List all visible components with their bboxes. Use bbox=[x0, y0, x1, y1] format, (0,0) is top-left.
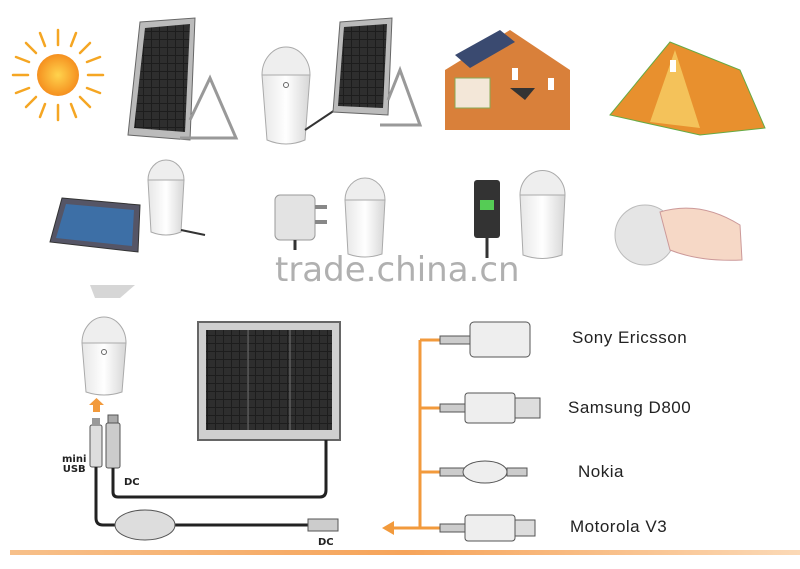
nokia-connector-icon bbox=[439, 460, 528, 484]
lamp-charging-from-panel-icon bbox=[261, 17, 423, 145]
mini-usb-label: mini USB bbox=[62, 455, 86, 475]
lamp-charging-from-laptop-icon bbox=[49, 159, 206, 298]
mini-usb-label-line1: mini bbox=[62, 454, 87, 465]
arrow-left-icon bbox=[382, 521, 394, 535]
mini-usb-label-line2: USB bbox=[62, 464, 86, 475]
lamp-charging-from-wall-adapter-icon bbox=[274, 177, 386, 258]
arrow-up-icon bbox=[89, 398, 104, 412]
dc-plug-label: DC bbox=[318, 537, 334, 548]
watermark: trade.china.cn bbox=[275, 250, 520, 290]
dc-socket-icon bbox=[307, 518, 339, 532]
connector-label-motorola-v3: Motorola V3 bbox=[570, 517, 668, 536]
cables bbox=[94, 440, 328, 527]
connector-tree bbox=[392, 338, 440, 530]
connector-label-sony-ericsson: Sony Ericsson bbox=[572, 328, 688, 347]
solar-panel-large-icon bbox=[197, 321, 341, 441]
connector-label-nokia: Nokia bbox=[578, 462, 624, 481]
phone-charging-from-lamp-icon bbox=[474, 170, 566, 259]
dc-cable-label: DC bbox=[124, 477, 140, 488]
footer-bar bbox=[10, 550, 800, 555]
tent-icon bbox=[609, 41, 766, 136]
mini-usb-plug-icon bbox=[89, 418, 103, 468]
hand-holding-lamp-icon bbox=[614, 204, 743, 266]
solar-panel-icon bbox=[127, 17, 239, 141]
house-icon bbox=[445, 30, 570, 130]
motorola-v3-connector-icon bbox=[439, 514, 536, 542]
dc-plug-icon bbox=[105, 414, 121, 469]
solar-lamp-icon bbox=[81, 316, 127, 396]
cable-reel-icon bbox=[114, 509, 176, 541]
sony-ericsson-connector-icon bbox=[439, 321, 531, 358]
sun-icon bbox=[11, 28, 105, 122]
samsung-d800-connector-icon bbox=[439, 392, 541, 424]
connector-label-samsung-d800: Samsung D800 bbox=[568, 398, 692, 417]
